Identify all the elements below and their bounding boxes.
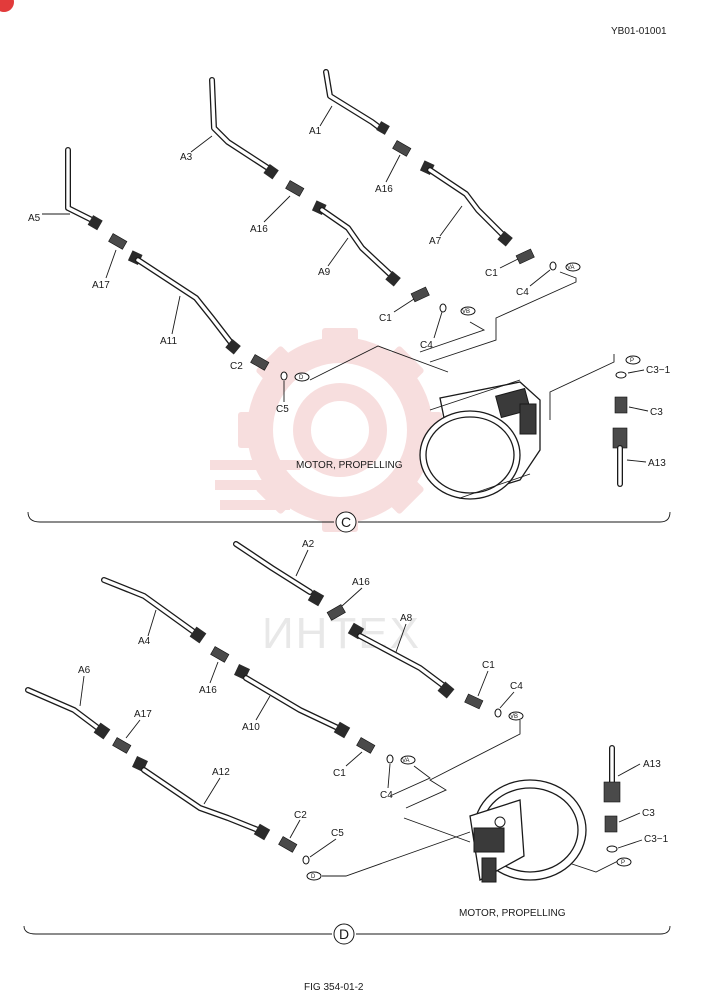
tag-d-c: D — [299, 375, 304, 381]
motor-label-c: MOTOR, PROPELLING — [296, 460, 403, 471]
label-a16-d2: A16 — [199, 685, 217, 696]
oring-c3-1-c — [615, 371, 627, 379]
hose-a13-c — [612, 427, 628, 487]
label-c1-d2: C1 — [333, 768, 346, 779]
label-c1-d1: C1 — [482, 660, 495, 671]
label-a6: A6 — [78, 665, 91, 676]
label-c1-c2: C1 — [379, 313, 392, 324]
label-c3-c: C3 — [650, 407, 663, 418]
pipe-a10 — [234, 664, 351, 739]
label-c4-d2: C4 — [380, 790, 393, 801]
pipe-a12 — [132, 756, 271, 841]
section-c-marker — [335, 511, 357, 533]
pipe-a7 — [419, 160, 513, 247]
pipe-a2 — [233, 541, 325, 607]
label-a16-c1: A16 — [375, 184, 393, 195]
label-c2-c: C2 — [230, 361, 243, 372]
oring-c5-c — [280, 371, 288, 381]
label-a5: A5 — [28, 213, 41, 224]
pipe-a6 — [25, 687, 111, 740]
section-c: A1 A16 A3 A16 A7 — [27, 69, 671, 533]
document-code: YB01-01001 — [611, 26, 667, 37]
pipe-a11 — [127, 250, 241, 355]
label-a9: A9 — [318, 267, 331, 278]
fitting-c1-right — [515, 248, 535, 265]
label-a1: A1 — [309, 126, 322, 137]
label-c5-d: C5 — [331, 828, 344, 839]
section-d-letter: D — [339, 926, 349, 942]
label-a16-d1: A16 — [352, 577, 370, 588]
label-a16-c2: A16 — [250, 224, 268, 235]
label-c3-d: C3 — [642, 808, 655, 819]
oring-c5-d — [302, 855, 310, 865]
label-a12: A12 — [212, 767, 230, 778]
label-c4-d1: C4 — [510, 681, 523, 692]
label-c2-d: C2 — [294, 810, 307, 821]
label-c1-c1: C1 — [485, 268, 498, 279]
pipe-a3 — [209, 77, 279, 180]
oring-c4-left — [439, 303, 447, 313]
oring-c4-d2 — [386, 754, 394, 764]
fitting-c1-d2 — [356, 737, 376, 754]
label-a3: A3 — [180, 152, 193, 163]
motor-propelling-c — [419, 379, 541, 500]
fitting-a16-top — [392, 140, 412, 157]
tag-va-c: VA — [567, 265, 575, 271]
fitting-a16-d1 — [326, 604, 346, 621]
tag-p-c: P — [630, 358, 634, 364]
pipe-a8 — [347, 622, 455, 699]
pipe-a1 — [323, 69, 390, 135]
tag-vb-d: VB — [510, 714, 518, 720]
tag-vb-c: VB — [462, 309, 470, 315]
fitting-a17-c — [108, 233, 128, 250]
pipe-a4 — [101, 577, 207, 644]
fitting-c3-d — [604, 815, 618, 833]
figure-caption: FIG 354-01-2 — [304, 982, 364, 993]
label-a7: A7 — [429, 236, 442, 247]
label-a4: A4 — [138, 636, 151, 647]
fitting-c1-d1 — [464, 693, 484, 710]
oring-c4-d1 — [494, 708, 502, 718]
label-a10: A10 — [242, 722, 260, 733]
oring-c3-1-d — [606, 845, 618, 853]
label-c4-c1: C4 — [516, 287, 529, 298]
fitting-c2-d — [278, 836, 298, 853]
fitting-c2-c — [250, 354, 270, 371]
section-d-marker — [333, 923, 355, 945]
oring-c4-right — [549, 261, 557, 271]
watermark-text: ИНТЕХ — [262, 609, 421, 658]
label-c5-c: C5 — [276, 404, 289, 415]
label-c3-1-c: C3−1 — [646, 365, 671, 376]
tag-d-d: D — [311, 874, 316, 880]
hose-a13-d — [603, 745, 621, 803]
corner-badge — [0, 0, 14, 12]
fitting-a16-mid — [285, 180, 305, 197]
motor-propelling-d — [469, 779, 587, 883]
fitting-c1-left — [410, 286, 430, 303]
fitting-a17-d — [112, 737, 132, 754]
fitting-a16-d2 — [210, 646, 230, 663]
tag-va-d: VA — [402, 758, 410, 764]
label-c4-c2: C4 — [420, 340, 433, 351]
pipe-a9 — [311, 200, 401, 287]
section-d-bracket — [23, 925, 332, 935]
label-a17-d: A17 — [134, 709, 152, 720]
label-c3-1-d: C3−1 — [644, 834, 669, 845]
label-a17-c: A17 — [92, 280, 110, 291]
label-a2: A2 — [302, 539, 315, 550]
watermark-logo — [210, 328, 442, 532]
label-a8: A8 — [400, 613, 413, 624]
section-c-bracket — [27, 511, 334, 523]
label-a13-d: A13 — [643, 759, 661, 770]
tag-p-d: P — [621, 860, 625, 866]
fitting-c3-c — [614, 396, 628, 414]
section-d: A2 A16 A8 A4 A16 — [23, 539, 671, 945]
label-a13-c: A13 — [648, 458, 666, 469]
label-a11: A11 — [160, 336, 177, 347]
pipe-a5 — [65, 147, 103, 231]
section-c-letter: C — [341, 514, 351, 530]
motor-label-d: MOTOR, PROPELLING — [459, 908, 566, 919]
